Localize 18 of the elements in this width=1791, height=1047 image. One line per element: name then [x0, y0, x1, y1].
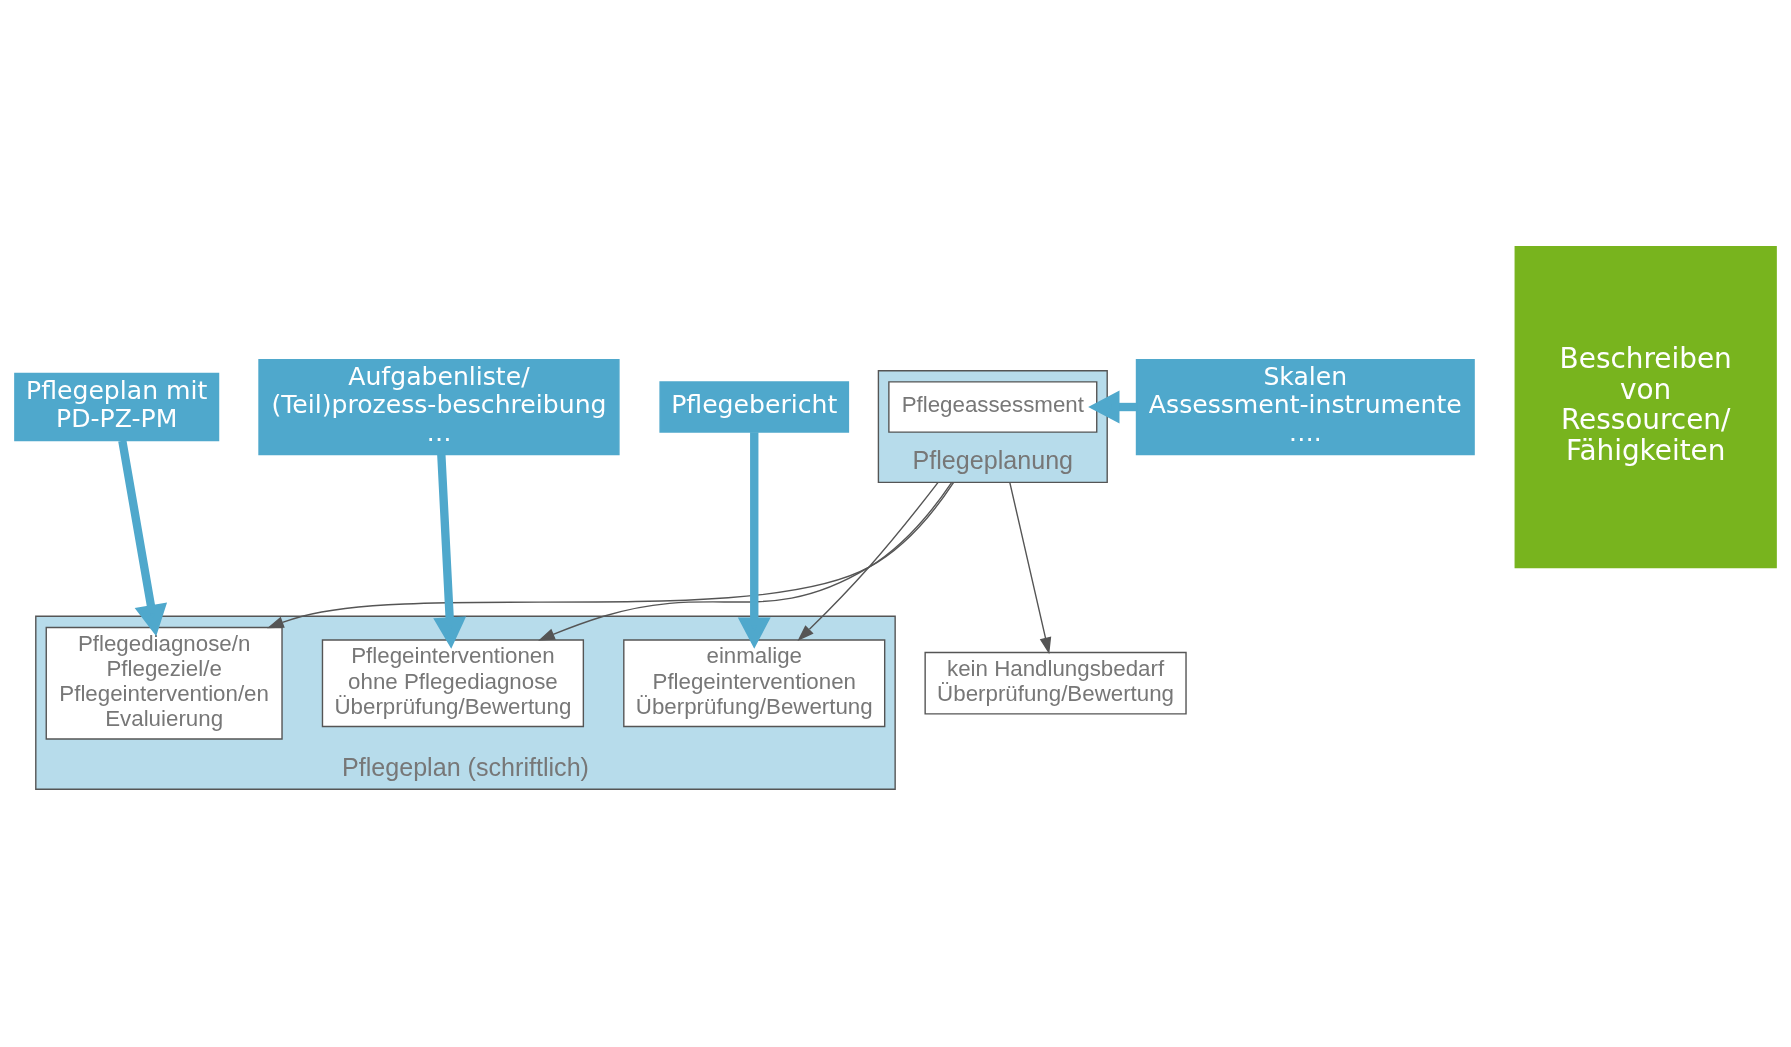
node-box: einmalige Pflegeinterventionen Überprüfung/Bewertung: [623, 639, 886, 728]
node-box: kein Handlungsbedarf Überprüfung/Bewertung: [924, 651, 1187, 715]
arrow: [538, 481, 953, 641]
arrow: [267, 481, 955, 629]
arrow: [737, 432, 771, 649]
node-box: Beschreiben von Ressourcen/ Fähigkeiten: [1514, 245, 1777, 569]
arrow: [1088, 390, 1137, 424]
node-box: Pflegeplan mit PD-PZ-PM: [14, 372, 220, 442]
node-box: Pflegediagnose/n Pflegeziel/e Pflegeintervention/en Evaluierung: [45, 626, 283, 740]
node-box: Skalen Assessment-instrumente ….: [1135, 358, 1475, 456]
node-box: Aufgabenliste/ (Teil)prozess-beschreibung …: [258, 358, 620, 456]
arrow: [433, 454, 467, 649]
node-box: Pflegeinterventionen ohne Pflegediagnose Überprüfung/Bewertung: [321, 639, 585, 728]
arrow: [797, 481, 939, 642]
arrow: [118, 440, 168, 637]
node-box: Pflegeassessment: [888, 381, 1098, 433]
node-box: Pflegebericht: [659, 381, 850, 433]
arrow: [1009, 481, 1052, 655]
